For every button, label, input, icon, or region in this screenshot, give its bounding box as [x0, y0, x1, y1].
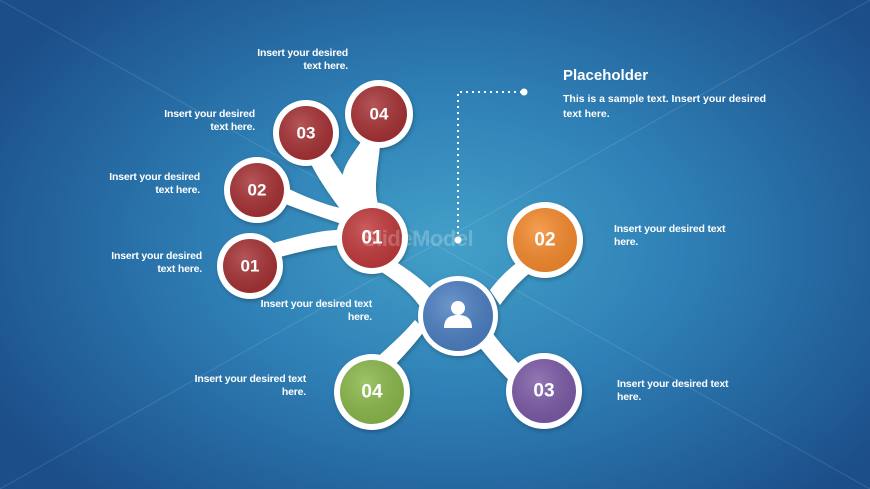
- branch-number-04: 04: [370, 105, 389, 124]
- main-node-03[interactable]: 03: [512, 359, 576, 423]
- main-number-04: 04: [361, 382, 383, 403]
- placeholder-callout: [454, 88, 528, 244]
- placeholder-title: Placeholder: [563, 67, 649, 84]
- branch-node-03[interactable]: 03: [279, 106, 333, 160]
- branch-label-01: Insert your desired text here.: [111, 250, 202, 275]
- branch-node-04[interactable]: 04: [351, 86, 407, 142]
- main-label-03: Insert your desired text here.: [617, 378, 729, 403]
- branch-label-03: Insert your desired text here.: [164, 108, 255, 133]
- watermark: SlideModel: [362, 226, 474, 251]
- branch-node-02[interactable]: 02: [230, 163, 284, 217]
- main-node-04[interactable]: 04: [340, 360, 404, 424]
- branch-node-01[interactable]: 01: [223, 239, 277, 293]
- main-node-01[interactable]: 01: [342, 208, 402, 268]
- main-label-01: Insert your desired text here.: [260, 298, 373, 323]
- branch-label-02: Insert your desired text here.: [109, 171, 200, 196]
- placeholder-body: This is a sample text. Insert your desir…: [563, 93, 767, 120]
- main-number-03: 03: [533, 381, 554, 402]
- main-label-04: Insert your desired text here.: [194, 373, 307, 398]
- branch-label-04: Insert your desired text here.: [257, 47, 348, 72]
- branch-number-03: 03: [297, 124, 316, 143]
- branch-number-02: 02: [248, 181, 267, 200]
- main-number-01: 01: [361, 228, 383, 249]
- main-label-02: Insert your desired text here.: [614, 223, 726, 248]
- center-node[interactable]: [423, 281, 493, 351]
- main-node-02[interactable]: 02: [513, 208, 577, 272]
- user-icon: [444, 301, 472, 328]
- main-number-02: 02: [534, 230, 555, 251]
- branch-number-01: 01: [241, 257, 260, 276]
